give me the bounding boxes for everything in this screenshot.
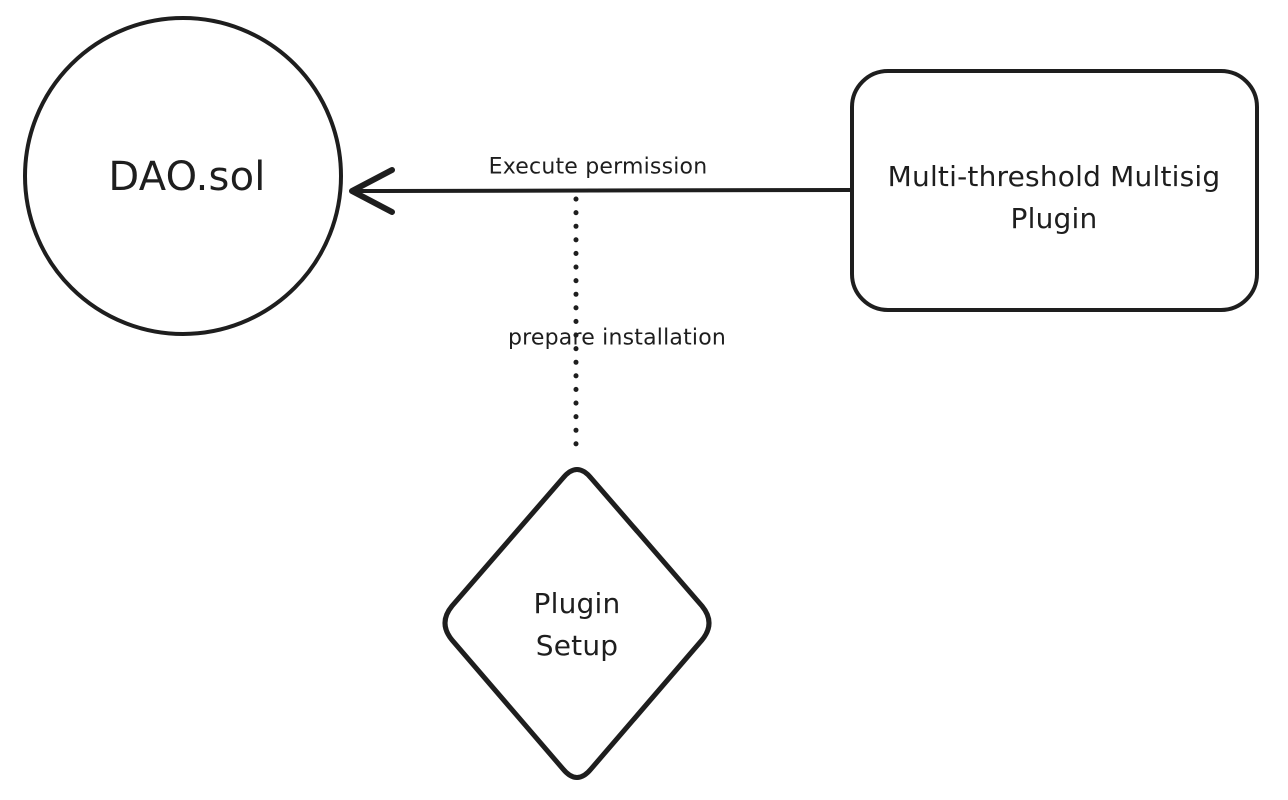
execute-permission-edge-label: Execute permission: [488, 154, 708, 180]
arrowhead-icon: [349, 167, 395, 215]
multisig-plugin-label-line2: Plugin: [1010, 202, 1098, 235]
plugin-setup-diamond-shape: [442, 467, 712, 780]
execute-permission-arrow-line: [352, 188, 854, 193]
prepare-installation-edge-label: prepare installation: [507, 325, 727, 351]
multisig-plugin-node-label: Multi-threshold Multisig Plugin: [888, 156, 1221, 240]
dao-circle-shape: [23, 16, 343, 336]
dao-node-label: DAO.sol: [108, 154, 266, 200]
plugin-setup-label-line1: Plugin: [533, 587, 621, 620]
plugin-setup-label-line2: Setup: [535, 629, 619, 662]
multisig-plugin-label-line1: Multi-threshold Multisig: [887, 160, 1221, 193]
plugin-setup-node-label: Plugin Setup: [534, 583, 621, 667]
